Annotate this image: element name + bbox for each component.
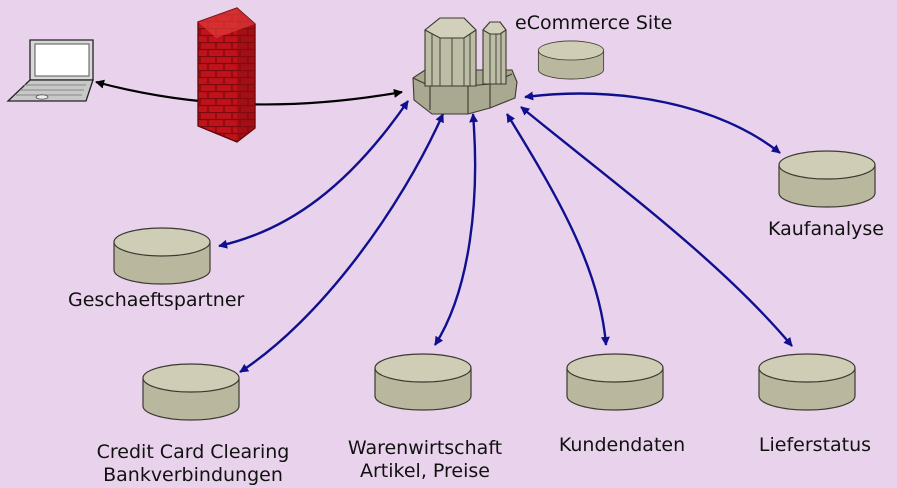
label-warehouse: Warenwirtschaft Artikel, Preise — [348, 437, 502, 483]
database-icon-warehouse — [374, 353, 472, 411]
database-icon-customers — [566, 353, 664, 411]
database-icon-ecommerce — [537, 40, 605, 80]
firewall-icon — [197, 7, 256, 143]
database-icon-analysis — [778, 150, 876, 208]
server-icon — [412, 17, 518, 115]
laptop-icon — [6, 39, 94, 102]
database-icon-partner — [113, 227, 211, 285]
label-creditcard: Credit Card Clearing Bankverbindungen — [97, 441, 290, 487]
label-customers: Kundendaten — [558, 434, 686, 456]
database-icon-delivery — [758, 353, 856, 411]
connections — [218, 91, 793, 374]
label-delivery: Lieferstatus — [758, 434, 872, 456]
label-analysis: Kaufanalyse — [768, 218, 884, 240]
label-warehouse-line2: Artikel, Preise — [359, 460, 490, 482]
site-title: eCommerce Site — [515, 12, 673, 34]
label-creditcard-line2: Bankverbindungen — [103, 464, 283, 486]
label-warehouse-line1: Warenwirtschaft — [347, 437, 503, 459]
label-partner: Geschaeftspartner — [68, 289, 245, 311]
label-creditcard-line1: Credit Card Clearing — [96, 441, 290, 463]
database-icon-creditcard — [142, 363, 240, 421]
